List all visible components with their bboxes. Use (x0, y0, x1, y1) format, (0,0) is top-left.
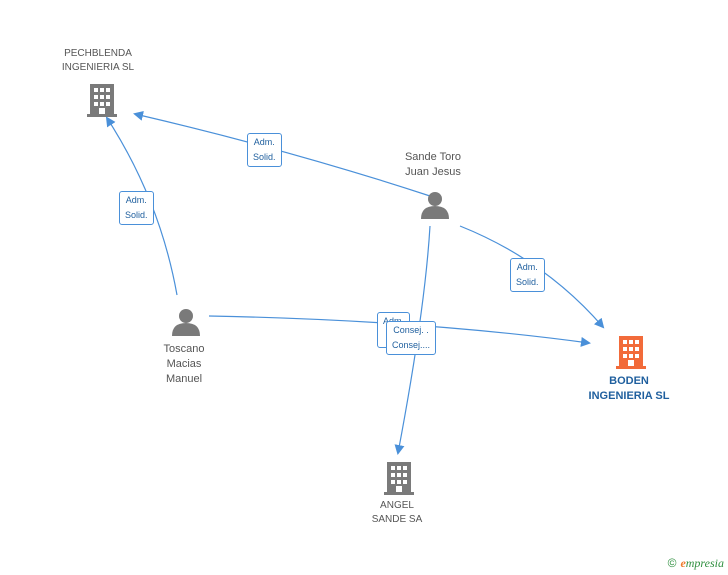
edge-label-sande-boden[interactable]: Adm. Solid. (510, 258, 545, 292)
node-label-line: BODEN (609, 375, 649, 387)
node-label-angel[interactable]: ANGEL SANDE SA (347, 499, 447, 527)
node-label-line: INGENIERIA SL (61, 62, 135, 73)
node-label-sande-toro[interactable]: Sande Toro Juan Jesus (383, 150, 483, 180)
edge-label-line: Adm. (125, 195, 147, 205)
edge-sande-to-pechblenda (133, 110, 431, 197)
edge-label-sande-pechblenda[interactable]: Adm. Solid. (247, 133, 282, 167)
person-icon[interactable] (172, 309, 200, 336)
brand-e: e (680, 556, 686, 570)
edge-label-line: Adm. (253, 137, 275, 147)
node-label-line: PECHBLENDA (64, 48, 132, 59)
building-icon[interactable] (616, 336, 646, 369)
node-label-boden[interactable]: BODEN INGENIERIA SL (569, 374, 689, 404)
edge-label-line: Adm. (516, 262, 538, 272)
edge-label-line: Solid. (253, 152, 276, 162)
node-label-pechblenda[interactable]: PECHBLENDA INGENIERIA SL (48, 47, 148, 75)
node-label-line: Macias (166, 358, 202, 370)
edge-label-toscano-pechblenda[interactable]: Adm. Solid. (119, 191, 154, 225)
edge-label-line: Solid. (125, 210, 148, 220)
node-label-line: ANGEL (380, 500, 414, 511)
node-label-line: SANDE SA (371, 514, 423, 525)
brand-text: mpresia (685, 556, 724, 570)
person-icon[interactable] (421, 192, 449, 219)
edge-label-line: Consej.... (392, 340, 431, 350)
node-label-line: INGENIERIA SL (588, 390, 670, 402)
edge-label-line: Solid. (516, 277, 539, 287)
building-icon[interactable] (384, 462, 414, 495)
node-label-line: Manuel (165, 373, 203, 385)
empresia-logo[interactable]: ©empresia (668, 556, 724, 571)
node-label-line: Toscano (163, 343, 205, 355)
node-label-toscano[interactable]: Toscano Macias Manuel (134, 342, 234, 387)
edge-label-line: Consej. . (393, 325, 429, 335)
building-icon[interactable] (87, 84, 117, 117)
node-label-line: Juan Jesus (405, 166, 461, 178)
copyright-symbol: © (667, 556, 677, 570)
edge-label-toscano-boden[interactable]: Consej. . Consej.... (386, 321, 437, 355)
node-label-line: Sande Toro (404, 151, 462, 163)
